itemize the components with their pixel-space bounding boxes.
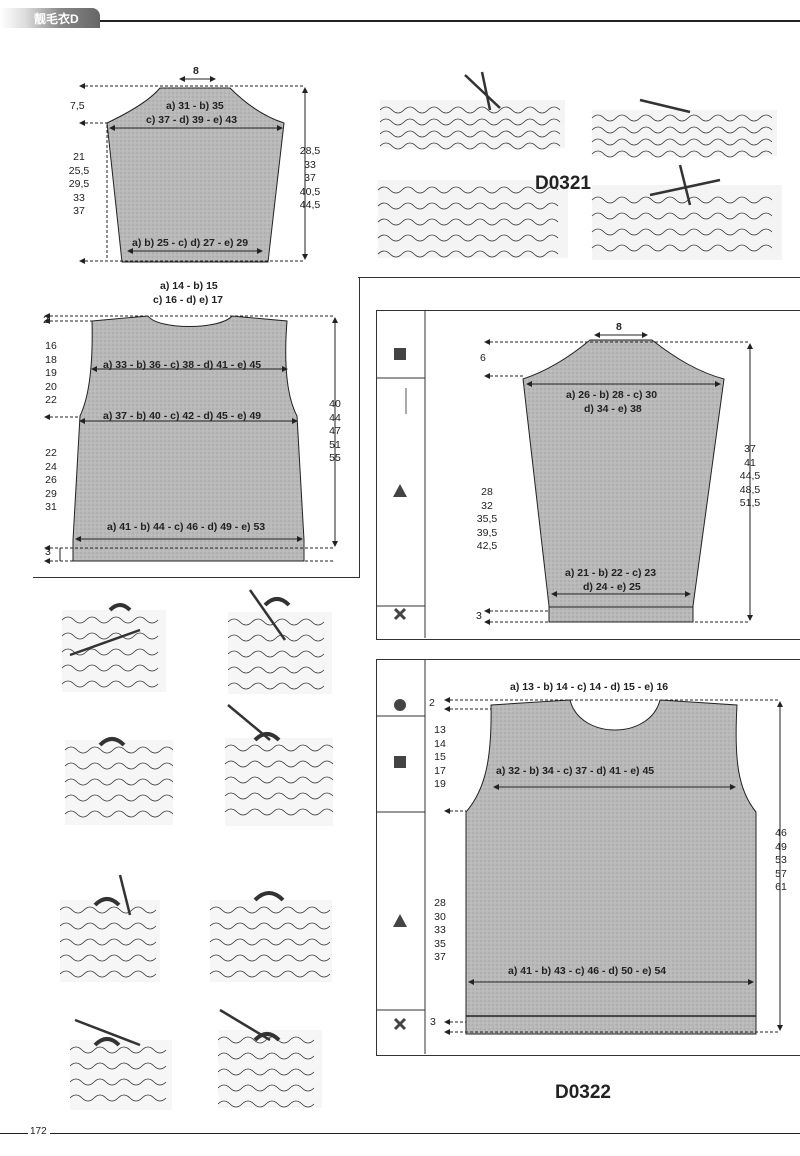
page-number: 172	[30, 1126, 47, 1137]
panel-body2	[376, 659, 800, 1056]
panel-frame-left	[33, 277, 360, 578]
stitch-swatch-5	[59, 874, 160, 982]
sleeve2-cuff-height: 3	[476, 610, 482, 622]
sleeve2-cuff-widths-2: d) 24 - e) 25	[583, 581, 641, 593]
square-symbol-2	[394, 756, 406, 768]
body1-neck-widths: a) 14 - b) 15	[160, 280, 218, 292]
circle-symbol	[394, 699, 406, 711]
header-rule	[100, 20, 800, 22]
triangle-symbol	[393, 484, 407, 497]
header-tab-label: 靓毛衣D	[34, 12, 79, 26]
stitch-swatch-2	[227, 589, 332, 694]
sleeve2-total-lengths: 37 41 44,5 48,5 51,5	[739, 443, 761, 509]
body1-neck-widths-2: c) 16 - d) e) 17	[153, 294, 224, 306]
stitch-swatch-4	[224, 704, 334, 826]
body1-shoulder-drop: 2	[43, 314, 49, 326]
body2-armhole-heights: 13 14 15 17 19	[434, 724, 446, 790]
square-symbol	[394, 348, 406, 360]
header-tab: 靓毛衣D	[0, 8, 100, 28]
stitch-illustration-3	[377, 180, 568, 258]
sleeve1-bottom-widths: a) b) 25 - c) d) 27 - e) 29	[132, 237, 249, 249]
stitch-illustration-2	[591, 98, 777, 158]
sleeve1-cap-widths-2: c) 37 - d) 39 - e) 43	[146, 114, 238, 126]
body1-hem-height: 3	[45, 546, 51, 558]
body1-shape	[72, 315, 305, 562]
body1-lower-heights: 22 24 26 29 31	[45, 447, 57, 513]
stitch-illustration-4	[591, 164, 782, 260]
sleeve2-side-lengths: 28 32 35,5 39,5 42,5	[476, 486, 498, 552]
body2-hem-height: 3	[430, 1016, 436, 1028]
sleeve2-top-width: 8	[616, 321, 622, 333]
sleeve2-cap-widths-2: d) 34 - e) 38	[584, 403, 642, 415]
sleeve1-cap-widths: a) 31 - b) 35	[166, 100, 224, 112]
stitch-swatch-8	[217, 1008, 322, 1108]
footer-rule-left	[0, 1133, 28, 1134]
panel-frame-right-top	[358, 277, 800, 278]
sleeve1-cap-height: 7,5	[70, 100, 85, 112]
sleeve1-top-width: 8	[193, 65, 199, 77]
footer-rule	[50, 1133, 800, 1134]
body2-chest-widths: a) 32 - b) 34 - c) 37 - d) 41 - e) 45	[496, 765, 655, 777]
sleeve2-shape	[522, 339, 725, 623]
sleeve2-cuff-widths: a) 21 - b) 22 - c) 23	[565, 567, 657, 579]
body1-armhole-heights: 16 18 19 20 22	[45, 340, 57, 406]
body1-chest-widths: a) 33 - b) 36 - c) 38 - d) 41 - e) 45	[103, 359, 262, 371]
sleeve1-shape	[106, 87, 285, 263]
body2-shoulder-drop: 2	[429, 697, 435, 709]
code-d0322: D0322	[555, 1082, 611, 1103]
sleeve2-cap-widths: a) 26 - b) 28 - c) 30	[566, 389, 658, 401]
triangle-symbol-2	[393, 914, 407, 927]
body1-under-arm-widths: a) 37 - b) 40 - c) 42 - d) 45 - e) 49	[103, 410, 262, 422]
body2-total-lengths: 46 49 53 57 61	[775, 827, 787, 893]
body1-hem-widths: a) 41 - b) 44 - c) 46 - d) 49 - e) 53	[107, 521, 266, 533]
body1-total-lengths: 40 44 47 51 55	[329, 398, 341, 464]
panel-sleeve2	[376, 310, 800, 640]
sleeve1-total-lengths: 28,5 33 37 40,5 44,5	[299, 145, 321, 211]
cross-symbol-2	[393, 1017, 407, 1031]
stitch-swatch-7	[69, 1018, 172, 1110]
body2-shape	[465, 699, 757, 1035]
body2-neck-widths: a) 13 - b) 14 - c) 14 - d) 15 - e) 16	[510, 681, 669, 693]
sleeve2-cap-height: 6	[480, 352, 486, 364]
cross-symbol	[393, 607, 407, 621]
stitch-swatch-1	[61, 603, 166, 692]
sleeve1-side-lengths: 21 25,5 29,5 33 37	[68, 151, 90, 217]
stitch-swatch-3	[64, 737, 174, 825]
code-d0321: D0321	[535, 173, 591, 194]
body2-hem-widths: a) 41 - b) 43 - c) 46 - d) 50 - e) 54	[508, 965, 667, 977]
stitch-illustration-1	[379, 71, 565, 150]
body2-lower-heights: 28 30 33 35 37	[434, 897, 446, 963]
stitch-swatch-6	[209, 891, 332, 982]
